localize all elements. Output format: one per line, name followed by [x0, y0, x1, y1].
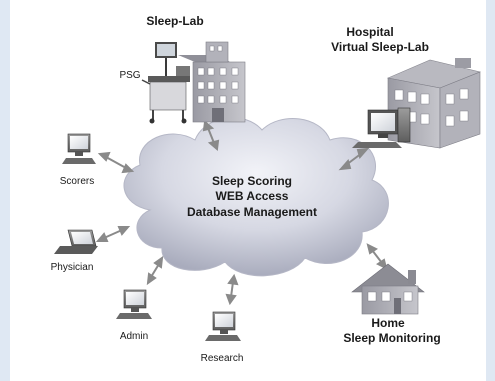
physician-laptop-icon — [54, 229, 98, 254]
arrow-sleeplab — [202, 120, 220, 151]
cloud-line-1: Sleep Scoring — [212, 174, 292, 188]
cloud-shape — [123, 117, 389, 277]
home-title-line-2: Sleep Monitoring — [343, 331, 440, 345]
sleep-lab-building-icon — [178, 41, 246, 123]
home-house-icon — [351, 263, 425, 315]
physician-label: Physician — [51, 262, 94, 273]
arrow-admin — [146, 255, 164, 286]
admin-label: Admin — [120, 331, 148, 342]
arrow-research — [225, 273, 239, 306]
scorers-label: Scorers — [60, 176, 94, 187]
home-title-line-1: Home — [371, 316, 405, 330]
psg-label: PSG — [119, 70, 140, 81]
arrow-scorers — [97, 151, 135, 174]
cloud-line-3: Database Management — [187, 205, 317, 219]
psg-workstation-icon — [141, 42, 190, 124]
cloud-line-2: WEB Access — [216, 189, 289, 203]
arrow-home — [366, 243, 388, 270]
hospital-title-line-2: Virtual Sleep-Lab — [331, 40, 429, 54]
arrow-physician — [95, 226, 131, 242]
hospital-computer-icon — [352, 107, 411, 148]
research-computer-icon — [205, 311, 241, 341]
arrow-hospital — [338, 147, 370, 171]
research-label: Research — [201, 353, 244, 364]
scorers-computer-icon — [62, 133, 96, 164]
sleep-lab-title: Sleep-Lab — [146, 14, 203, 28]
admin-computer-icon — [116, 289, 152, 319]
hospital-title-line-1: Hospital — [346, 25, 393, 39]
